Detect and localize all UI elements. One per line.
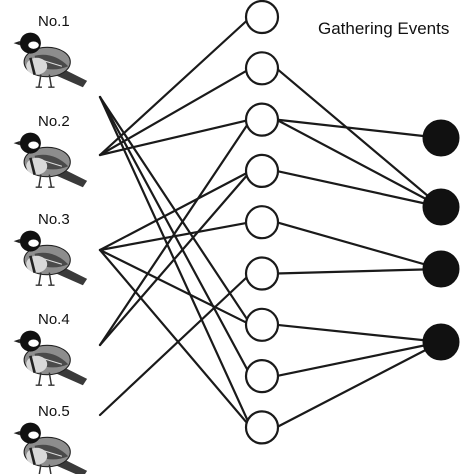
middle-node-m7 — [244, 307, 280, 342]
middle-node-m5 — [244, 205, 280, 240]
edge-b3-m5 — [98, 221, 252, 252]
bird-icon — [12, 329, 89, 387]
bird-label-b2: No.2 — [38, 113, 70, 130]
edge-m5-e3 — [275, 221, 443, 271]
edge-b2-m3 — [98, 118, 252, 157]
middle-node-m1 — [244, 0, 280, 35]
bird-icon — [12, 131, 89, 189]
edge-b1-m9 — [98, 95, 252, 429]
bird-label-b5: No.5 — [38, 403, 70, 420]
birds-layer: No.1No.2No.3No.4No.5 — [12, 13, 89, 474]
bird-icon — [12, 229, 89, 287]
bird-b1: No.1 — [12, 13, 89, 89]
bird-b5: No.5 — [12, 403, 89, 474]
bird-label-b1: No.1 — [38, 13, 70, 30]
middle-node-m2 — [244, 51, 280, 86]
middle-node-m3 — [244, 102, 280, 137]
edge-m8-e4 — [275, 340, 443, 378]
edge-b3-m9 — [98, 248, 252, 429]
edge-b3-m4 — [98, 169, 252, 252]
edge-m4-e2 — [275, 169, 443, 209]
edge-b3-m7 — [98, 248, 252, 326]
middle-node-m4 — [244, 153, 280, 188]
middle-node-m9 — [244, 410, 280, 445]
edge-m3-e1 — [275, 118, 443, 140]
bird-icon — [12, 31, 89, 89]
event-node-e1 — [422, 119, 460, 157]
bird-icon — [12, 421, 89, 474]
edge-b2-m1 — [98, 15, 252, 157]
edge-m7-e4 — [275, 323, 443, 344]
middle-nodes-layer — [244, 0, 280, 445]
bird-b4: No.4 — [12, 311, 89, 387]
edge-b2-m2 — [98, 67, 252, 157]
edge-m3-e2 — [275, 118, 443, 209]
event-node-e3 — [422, 250, 460, 288]
event-node-e2 — [422, 188, 460, 226]
middle-node-m8 — [244, 359, 280, 394]
edge-m9-e4 — [275, 340, 443, 429]
bird-label-b3: No.3 — [38, 211, 70, 228]
edge-b4-m3 — [98, 118, 252, 347]
event-nodes-layer — [422, 119, 460, 361]
bird-b3: No.3 — [12, 211, 89, 287]
middle-node-m6 — [244, 256, 280, 291]
edge-b4-m4 — [98, 169, 252, 347]
bird-b2: No.2 — [12, 113, 89, 189]
edges-layer — [98, 15, 443, 429]
event-node-e4 — [422, 323, 460, 361]
edge-b5-m6 — [98, 272, 252, 417]
edge-m6-e3 — [275, 267, 443, 275]
bird-label-b4: No.4 — [38, 311, 70, 328]
diagram-title: Gathering Events — [318, 19, 449, 38]
edge-m2-e2 — [275, 67, 443, 209]
